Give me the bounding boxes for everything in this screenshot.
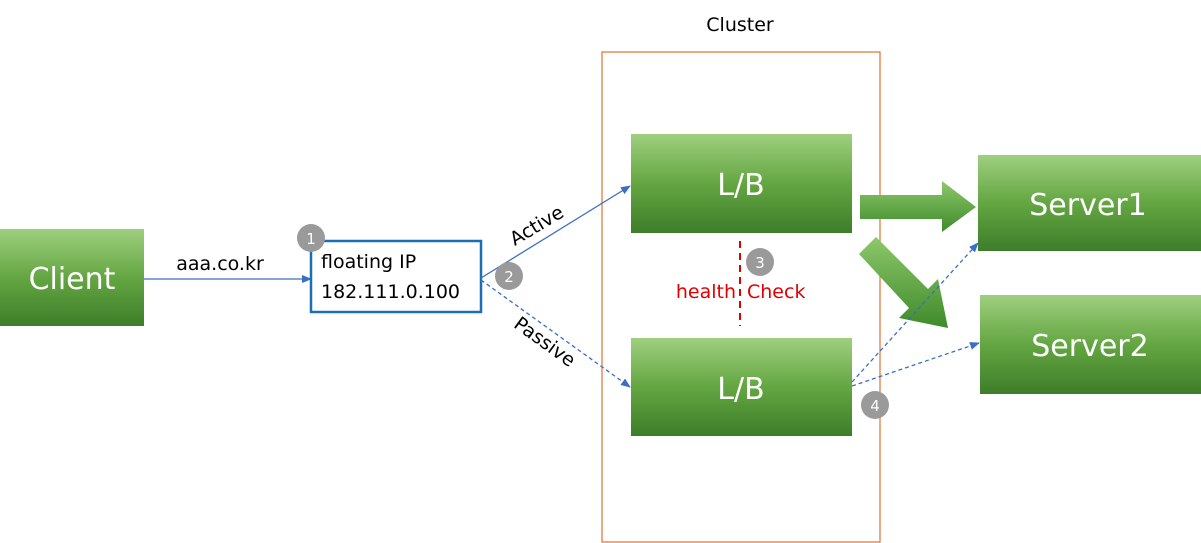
step-badge-1: 1 [297, 224, 325, 252]
passive-link-label: Passive [510, 313, 580, 372]
server2-node[interactable]: Server2 [980, 295, 1201, 394]
load-balancer-passive[interactable]: L/B [631, 338, 852, 436]
active-to-server2-block-arrow [859, 237, 948, 328]
step-badge-1-number: 1 [306, 230, 316, 248]
passive-to-server1-dashed-arrow [851, 242, 979, 383]
server1-node[interactable]: Server1 [978, 155, 1201, 251]
cluster-frame [601, 51, 881, 543]
floating-ip-node[interactable]: floating IP 182.111.0.100 [309, 239, 483, 314]
passive-link-arrow [480, 279, 631, 388]
server2-label: Server2 [1031, 329, 1148, 364]
floating-ip-title: floating IP [321, 251, 416, 273]
active-to-server1-block-arrow [860, 181, 976, 232]
client-link-label: aaa.co.kr [176, 253, 264, 275]
step-badge-4: 4 [861, 391, 889, 419]
health-check-right-text: Check [747, 281, 805, 303]
health-check-left-text: health [676, 281, 736, 303]
step-badge-3: 3 [746, 248, 774, 276]
step-badge-3-number: 3 [755, 254, 765, 272]
load-balancer-passive-label: L/B [717, 372, 764, 407]
client-label: Client [29, 262, 116, 297]
client-node[interactable]: Client [0, 229, 144, 326]
server1-label: Server1 [1029, 188, 1146, 223]
step-badge-4-number: 4 [870, 397, 880, 415]
load-balancer-active[interactable]: L/B [631, 134, 852, 233]
passive-to-server2-dashed-arrow [851, 342, 980, 387]
step-badge-2: 2 [495, 262, 523, 290]
floating-ip-address: 182.111.0.100 [321, 281, 460, 303]
cluster-label: Cluster [706, 14, 774, 36]
load-balancer-active-label: L/B [717, 168, 764, 203]
step-badge-2-number: 2 [504, 268, 514, 286]
